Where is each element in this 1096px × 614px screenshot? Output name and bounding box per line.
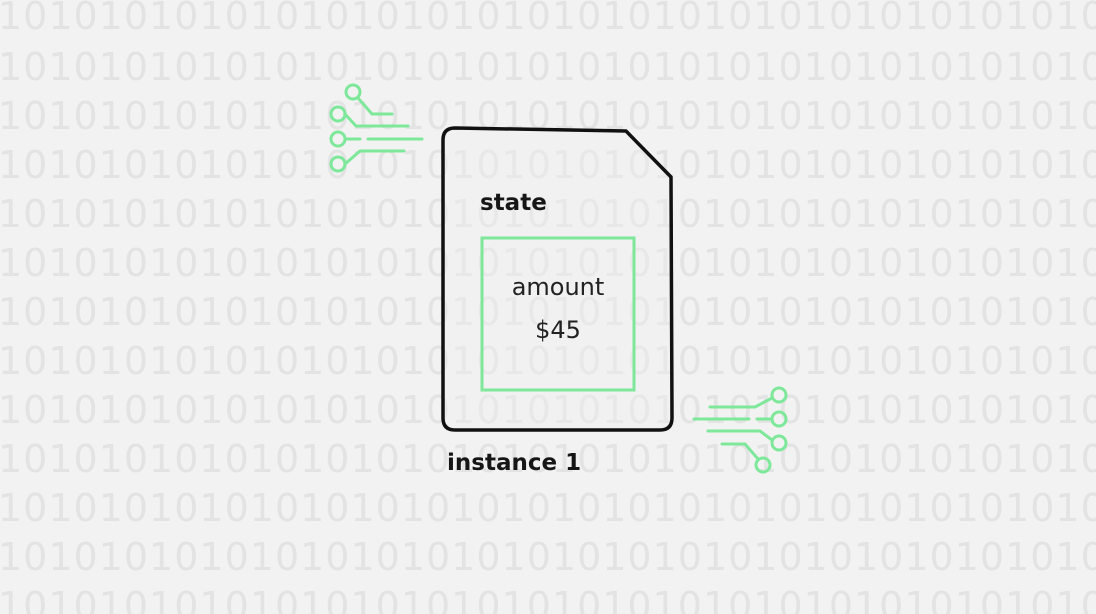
binary-row: 1010101010101010101010101010101010101010… [0, 584, 1096, 614]
binary-row: 1010101010101010101010101010101010101010… [0, 535, 1096, 579]
binary-row: 1010101010101010101010101010101010101010… [0, 486, 1096, 530]
binary-row: 1010101010101010101010101010101010101010… [0, 388, 1096, 432]
binary-row: 1010101010101010101010101010101010101010… [0, 45, 1096, 89]
field-value: $45 [535, 316, 581, 344]
state-field-box [480, 236, 636, 392]
binary-row: 1010101010101010101010101010101010101010… [0, 143, 1096, 187]
binary-row: 1010101010101010101010101010101010101010… [0, 192, 1096, 236]
binary-row: 1010101010101010101010101010101010101010… [0, 437, 1096, 481]
binary-row: 1010101010101010101010101010101010101010… [0, 241, 1096, 285]
binary-row: 1010101010101010101010101010101010101010… [0, 339, 1096, 383]
circuit-input-icon [329, 83, 424, 173]
circuit-output-icon [692, 386, 788, 474]
binary-row: 1010101010101010101010101010101010101010… [0, 0, 1096, 38]
instance-card [441, 126, 674, 432]
instance-title: instance 1 [447, 450, 582, 476]
state-label: state [480, 190, 547, 216]
field-name: amount [511, 273, 605, 301]
binary-row: 1010101010101010101010101010101010101010… [0, 290, 1096, 334]
